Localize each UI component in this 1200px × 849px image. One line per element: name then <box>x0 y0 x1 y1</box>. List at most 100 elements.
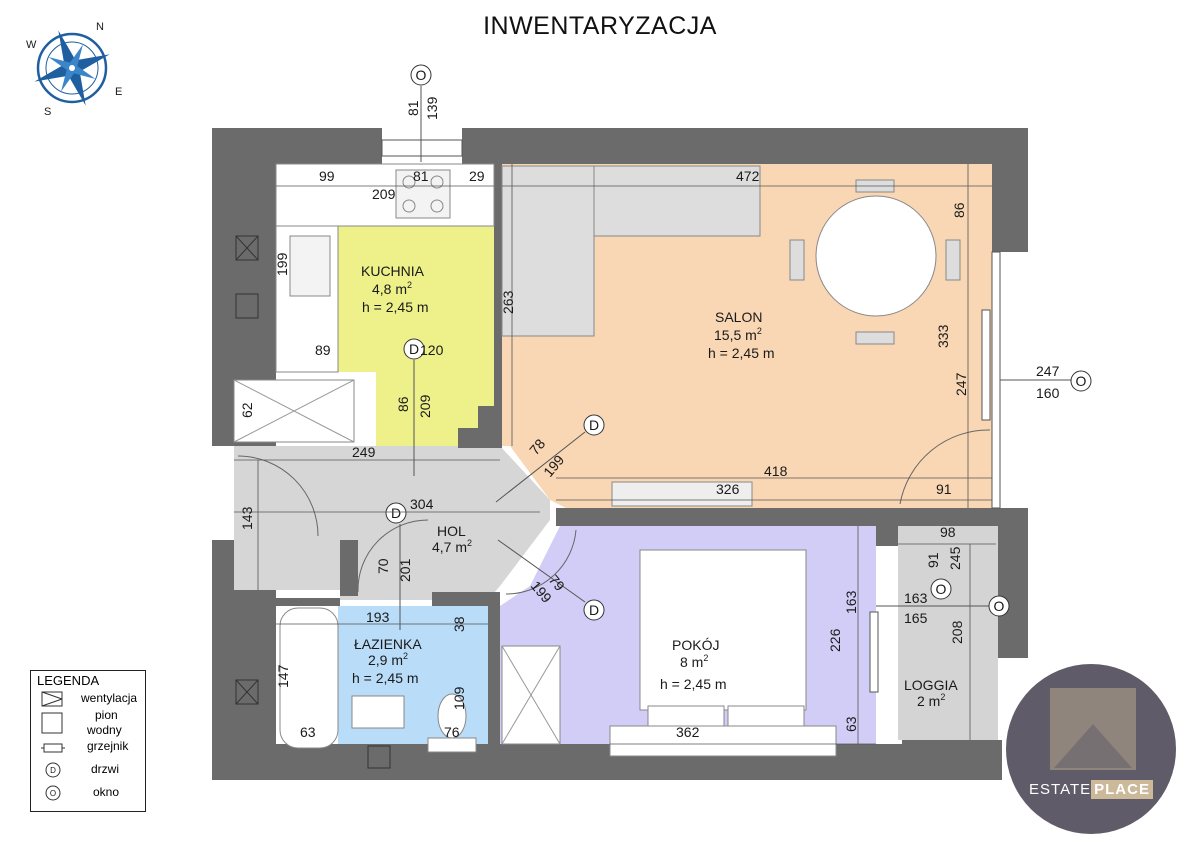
lazienka-name: ŁAZIENKA <box>354 636 422 652</box>
dim-163-g: 163 <box>904 590 928 606</box>
dim-304: 304 <box>410 496 434 512</box>
legend-wentylacja: wentylacja <box>81 691 138 705</box>
dim-418: 418 <box>764 463 788 479</box>
dim-201: 201 <box>397 558 413 582</box>
loggia-sup: 2 <box>940 692 945 702</box>
dimension-texts: 81 139 99 81 29 209 199 89 120 86 209 47… <box>239 96 1060 740</box>
window-marker-top: O <box>416 67 427 83</box>
pipe-icon <box>41 712 63 734</box>
dim-86-k: 86 <box>395 396 411 412</box>
door-marker-lazienka: D <box>391 505 401 521</box>
brand-part1: ESTATE <box>1029 781 1092 798</box>
dim-362: 362 <box>676 724 700 740</box>
dim-209: 209 <box>372 186 396 202</box>
salon-area: 15,5 m <box>714 327 757 343</box>
legend: LEGENDA wentylacja pion wodny grzejnik D… <box>30 670 146 812</box>
door-marker-pokoj: D <box>589 602 599 618</box>
dim-120: 120 <box>420 342 444 358</box>
hol-sup: 2 <box>467 538 472 548</box>
pokoj-name: POKÓJ <box>672 637 719 653</box>
legend-drzwi: drzwi <box>91 762 120 776</box>
dim-163-p: 163 <box>843 590 859 614</box>
kuchnia-area: 4,8 m <box>372 281 407 297</box>
svg-text:2,9 m2: 2,9 m2 <box>368 651 408 668</box>
pokoj-furniture <box>501 549 837 757</box>
brand-part2: PLACE <box>1091 780 1153 799</box>
markers: O O O O D D D D <box>385 64 1092 630</box>
legend-okno: okno <box>93 785 120 799</box>
room-labels: KUCHNIA 4,8 m2 h = 2,45 m SALON 15,5 m2 … <box>352 263 958 709</box>
hol-area: 4,7 m <box>432 539 467 555</box>
room-hol <box>234 446 550 600</box>
dim-326: 326 <box>716 481 740 497</box>
pokoj-height: h = 2,45 m <box>660 676 727 692</box>
dim-76: 76 <box>444 724 460 740</box>
compass-icon: N E S W <box>26 21 122 118</box>
dim-226: 226 <box>827 628 843 652</box>
legend-grzejnik: grzejnik <box>87 739 129 753</box>
kuchnia-height: h = 2,45 m <box>362 299 429 315</box>
lazienka-area: 2,9 m <box>368 652 403 668</box>
dim-109: 109 <box>451 686 467 710</box>
plan-title: INWENTARYZACJA <box>483 12 717 40</box>
dim-98: 98 <box>940 524 956 540</box>
legend-wodny: wodny <box>87 723 122 737</box>
svg-text:15,5 m2: 15,5 m2 <box>714 326 762 343</box>
salon-name: SALON <box>715 309 762 325</box>
pokoj-sup: 2 <box>703 653 708 663</box>
compass-e: E <box>115 86 122 98</box>
lazienka-sup: 2 <box>403 651 408 661</box>
window-marker-salon: O <box>1076 373 1087 389</box>
dim-62: 62 <box>239 402 255 418</box>
dim-63-l: 63 <box>300 724 316 740</box>
dim-147: 147 <box>275 664 291 688</box>
salon-furniture <box>501 165 961 507</box>
dim-160-win: 160 <box>1036 385 1060 401</box>
kitchen-counters <box>275 163 495 373</box>
svg-text:8 m2: 8 m2 <box>680 653 708 670</box>
lazienka-height: h = 2,45 m <box>352 670 419 686</box>
dim-208: 208 <box>949 620 965 644</box>
dim-247-s: 247 <box>953 372 969 396</box>
dimension-lines <box>234 164 996 745</box>
house-logo-icon <box>1050 688 1136 770</box>
legend-window-letter: O <box>50 789 56 798</box>
interior-walls <box>276 164 996 744</box>
dim-165: 165 <box>904 610 928 626</box>
legend-title: LEGENDA <box>37 673 100 688</box>
loggia-area: 2 m <box>917 693 940 709</box>
dim-91-g: 91 <box>925 552 941 568</box>
room-loggia <box>898 526 998 740</box>
radiator-icon <box>41 743 65 753</box>
dim-209-k: 209 <box>417 394 433 418</box>
dim-91-s: 91 <box>936 481 952 497</box>
dim-38: 38 <box>451 616 467 632</box>
legend-door-letter: D <box>50 766 56 775</box>
ventilation <box>235 235 391 769</box>
loggia-name: LOGGIA <box>904 677 958 693</box>
dim-199-k: 199 <box>274 252 290 276</box>
kuchnia-sup: 2 <box>407 280 412 290</box>
legend-pion: pion <box>95 708 118 722</box>
window-marker-loggia: O <box>936 581 947 597</box>
dim-472: 472 <box>736 168 760 184</box>
compass-s: S <box>44 106 51 118</box>
svg-text:4,8 m2: 4,8 m2 <box>372 280 412 297</box>
dim-86-s: 86 <box>951 202 967 218</box>
dim-249: 249 <box>352 444 376 460</box>
window-marker-pokoj: O <box>994 598 1005 614</box>
kuchnia-name: KUCHNIA <box>361 263 425 279</box>
dim-193: 193 <box>366 609 390 625</box>
svg-text:4,7 m2: 4,7 m2 <box>432 538 472 555</box>
dim-81-top: 81 <box>405 100 421 116</box>
dim-81: 81 <box>413 168 429 184</box>
ventilation-icon <box>41 691 63 707</box>
window-marker-icon: O <box>45 785 61 801</box>
dim-70: 70 <box>375 558 391 574</box>
door-swings <box>237 429 991 595</box>
door-marker-kuchnia: D <box>409 341 419 357</box>
compass-w: W <box>26 39 37 51</box>
